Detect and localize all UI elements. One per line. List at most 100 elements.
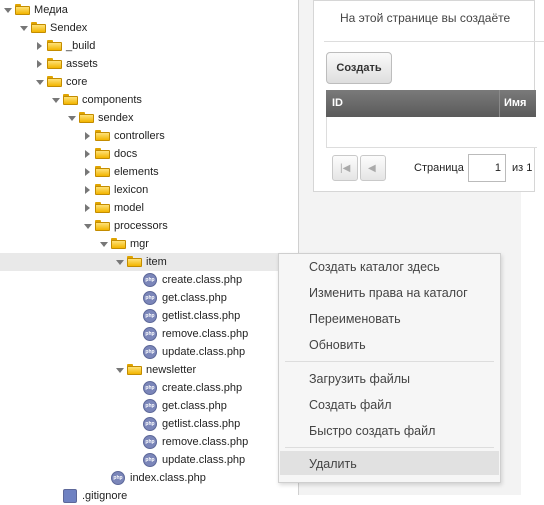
folder-icon [95, 220, 110, 231]
menu-item-change-permissions[interactable]: Изменить права на каталог [309, 286, 468, 300]
folder-icon [63, 94, 78, 105]
collapse-arrow-icon[interactable] [85, 168, 90, 176]
tree-folder-node[interactable]: item [0, 253, 298, 271]
tree-node-label: controllers [114, 130, 165, 142]
collapse-arrow-icon[interactable] [37, 42, 42, 50]
tree-node-label: assets [66, 58, 98, 70]
first-page-button[interactable]: |◀ [332, 155, 358, 181]
tree-node-label: newsletter [146, 364, 197, 376]
folder-icon [47, 76, 62, 87]
tree-folder-node[interactable]: processors [0, 217, 290, 235]
tree-file-node[interactable]: .gitignore [0, 487, 290, 505]
tree-folder-node[interactable]: core [0, 73, 290, 91]
collapse-arrow-icon[interactable] [85, 132, 90, 140]
folder-icon [127, 256, 142, 267]
tree-file-node[interactable]: php remove.class.php [0, 433, 290, 451]
folder-icon [95, 130, 110, 141]
tree-node-label: getlist.class.php [162, 310, 241, 322]
grid-body [326, 117, 537, 148]
expand-arrow-icon[interactable] [52, 98, 60, 103]
tree-folder-node[interactable]: assets [0, 55, 290, 73]
column-header-name[interactable]: Имя [504, 97, 527, 109]
menu-item-quick-create-file[interactable]: Быстро создать файл [309, 424, 436, 438]
content-panel: На этой странице вы создаёте Создать ID … [313, 0, 544, 192]
tree-node-label: docs [114, 148, 138, 160]
tree-folder-node[interactable]: newsletter [0, 361, 290, 379]
tree-folder-node[interactable]: _build [0, 37, 290, 55]
folder-icon [95, 166, 110, 177]
tree-folder-node[interactable]: mgr [0, 235, 290, 253]
tree-folder-node[interactable]: Sendex [0, 19, 290, 37]
expand-arrow-icon[interactable] [36, 80, 44, 85]
prev-page-button[interactable]: ◀ [360, 155, 386, 181]
folder-icon [47, 40, 62, 51]
tree-folder-node[interactable]: lexicon [0, 181, 290, 199]
php-file-icon: php [143, 345, 157, 359]
page-number-input[interactable]: 1 [468, 154, 506, 182]
column-header-id[interactable]: ID [332, 97, 343, 109]
collapse-arrow-icon[interactable] [85, 186, 90, 194]
tree-node-label: .gitignore [82, 490, 128, 502]
column-divider [499, 90, 500, 117]
tree-node-label: get.class.php [162, 400, 227, 412]
tree-folder-node[interactable]: elements [0, 163, 290, 181]
page-label: Страница [414, 162, 464, 174]
folder-icon [47, 58, 62, 69]
page-count-label: из 1 [512, 162, 533, 174]
tree-node-label: Медиа [34, 4, 68, 16]
expand-arrow-icon[interactable] [84, 224, 92, 229]
menu-item-create-folder[interactable]: Создать каталог здесь [309, 260, 440, 274]
php-file-icon: php [143, 291, 157, 305]
prev-page-icon: ◀ [368, 163, 376, 174]
collapse-arrow-icon[interactable] [37, 60, 42, 68]
tree-folder-node[interactable]: controllers [0, 127, 290, 145]
menu-item-rename[interactable]: Переименовать [309, 312, 401, 326]
menu-item-create-file[interactable]: Создать файл [309, 398, 392, 412]
folder-icon [31, 22, 46, 33]
tree-folder-node[interactable]: docs [0, 145, 290, 163]
php-file-icon: php [143, 435, 157, 449]
tree-node-label: remove.class.php [162, 436, 249, 448]
menu-item-delete[interactable]: Удалить [309, 457, 357, 471]
expand-arrow-icon[interactable] [68, 116, 76, 121]
tree-node-label: create.class.php [162, 382, 243, 394]
menu-item-refresh[interactable]: Обновить [309, 338, 366, 352]
tree-folder-node[interactable]: sendex [0, 109, 290, 127]
tree-node-label: mgr [130, 238, 149, 250]
tree-folder-node[interactable]: components [0, 91, 290, 109]
php-file-icon: php [143, 327, 157, 341]
tree-node-label: core [66, 76, 88, 88]
pagination-toolbar: |◀ ◀ Страница 1 из 1 [326, 148, 536, 184]
tree-node-label: create.class.php [162, 274, 243, 286]
collapse-arrow-icon[interactable] [85, 204, 90, 212]
collapse-arrow-icon[interactable] [85, 150, 90, 158]
divider [324, 41, 544, 42]
tree-node-label: update.class.php [162, 454, 246, 466]
php-file-icon: php [143, 453, 157, 467]
expand-arrow-icon[interactable] [4, 8, 12, 13]
tree-folder-node[interactable]: model [0, 199, 290, 217]
tree-node-label: lexicon [114, 184, 149, 196]
tree-file-node[interactable]: php update.class.php [0, 451, 290, 469]
expand-arrow-icon[interactable] [100, 242, 108, 247]
tree-node-label: components [82, 94, 142, 106]
folder-icon [111, 238, 126, 249]
folder-icon [15, 4, 30, 15]
menu-item-upload-files[interactable]: Загрузить файлы [309, 372, 411, 386]
tree-folder-node[interactable]: Медиа [0, 1, 290, 19]
expand-arrow-icon[interactable] [116, 368, 124, 373]
expand-arrow-icon[interactable] [116, 260, 124, 265]
tree-node-label: getlist.class.php [162, 418, 241, 430]
expand-arrow-icon[interactable] [20, 26, 28, 31]
create-button[interactable]: Создать [326, 52, 392, 84]
